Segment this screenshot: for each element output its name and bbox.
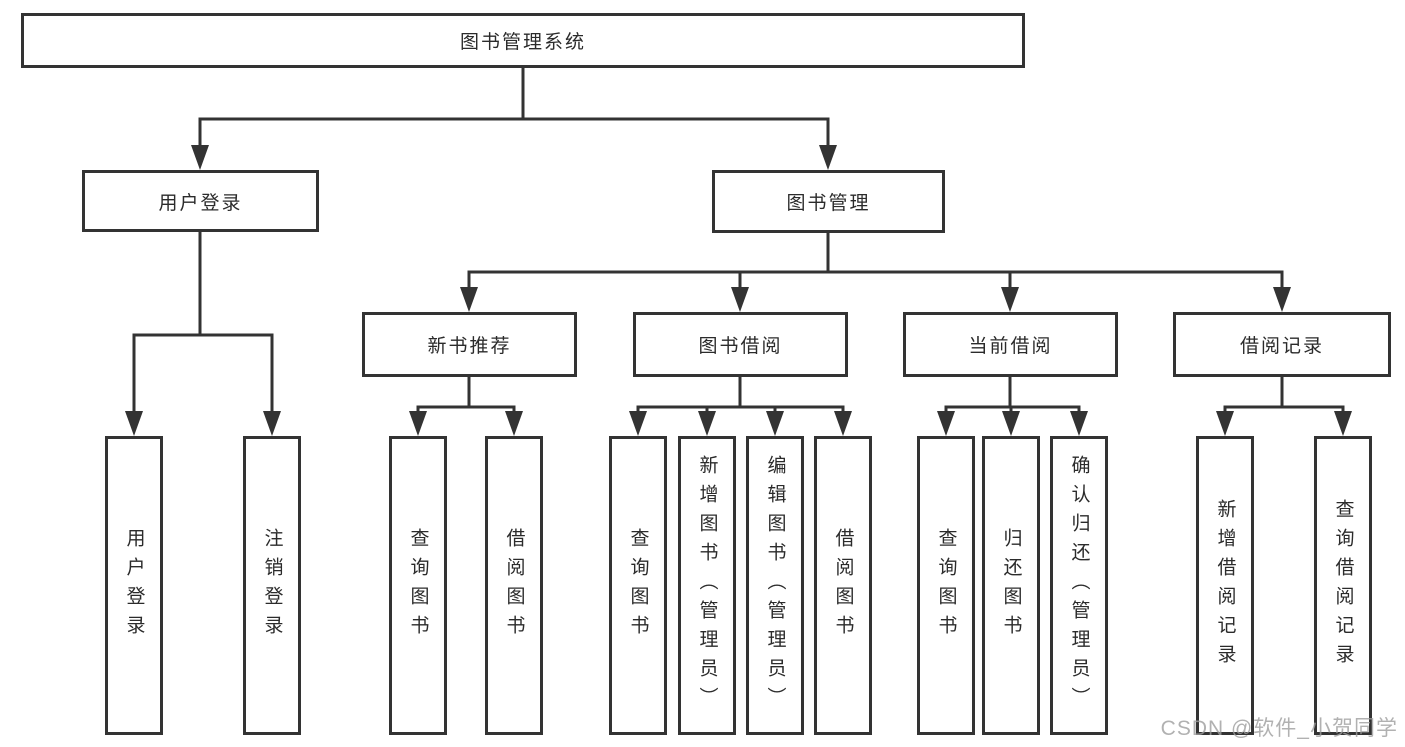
connector-new-book-children: [409, 375, 523, 436]
arrowhead: [937, 411, 955, 436]
node-leaf-borrow-query-label: 查询图书: [627, 527, 649, 644]
node-leaf-newbook-query-label: 查询图书: [407, 527, 429, 644]
arrowhead: [1334, 411, 1352, 436]
connector-borrow-records-children: [1216, 375, 1352, 436]
node-leaf-confirm-return-admin-label: 确认归还（管理员）: [1068, 455, 1090, 716]
arrowhead: [1216, 411, 1234, 436]
node-book-borrow: 图书借阅: [633, 312, 848, 377]
node-leaf-record-add-label: 新增借阅记录: [1214, 498, 1236, 673]
node-book-mgmt-branch: 图书管理: [712, 170, 945, 233]
node-leaf-user-login: 用户登录: [105, 436, 163, 735]
node-system-root-label: 图书管理系统: [459, 32, 586, 53]
node-borrow-records-label: 借阅记录: [1239, 336, 1324, 357]
node-leaf-user-login-label: 用户登录: [123, 527, 145, 644]
node-leaf-current-query: 查询图书: [917, 436, 975, 735]
arrowhead: [766, 411, 784, 436]
arrowhead: [125, 411, 143, 436]
node-current-borrow: 当前借阅: [903, 312, 1118, 377]
node-leaf-record-add: 新增借阅记录: [1196, 436, 1254, 735]
arrowhead: [409, 411, 427, 436]
node-leaf-record-query: 查询借阅记录: [1314, 436, 1372, 735]
node-new-book-rec-label: 新书推荐: [427, 336, 512, 357]
node-leaf-confirm-return-admin: 确认归还（管理员）: [1050, 436, 1108, 735]
node-leaf-borrow-book: 借阅图书: [814, 436, 872, 735]
arrowhead: [1002, 411, 1020, 436]
node-leaf-logout-label: 注销登录: [261, 527, 283, 644]
arrowhead: [834, 411, 852, 436]
node-leaf-current-query-label: 查询图书: [935, 527, 957, 644]
arrowhead: [460, 287, 478, 312]
node-book-mgmt-branch-label: 图书管理: [786, 193, 871, 214]
csdn-watermark: CSDN @软件_小贺同学: [1160, 717, 1398, 740]
connector-user-login-children: [125, 230, 281, 436]
node-leaf-logout: 注销登录: [243, 436, 301, 735]
node-leaf-borrow-edit-admin-label: 编辑图书（管理员）: [764, 455, 786, 716]
connector-current-borrow-children: [937, 375, 1088, 436]
node-leaf-return-book-label: 归还图书: [1000, 527, 1022, 644]
node-leaf-borrow-book-label: 借阅图书: [832, 527, 854, 644]
arrowhead: [819, 145, 837, 170]
node-leaf-borrow-edit-admin: 编辑图书（管理员）: [746, 436, 804, 735]
arrowhead: [263, 411, 281, 436]
node-leaf-newbook-borrow: 借阅图书: [485, 436, 543, 735]
node-book-borrow-label: 图书借阅: [698, 336, 783, 357]
node-leaf-record-query-label: 查询借阅记录: [1332, 498, 1354, 673]
arrowhead: [1273, 287, 1291, 312]
node-user-login-branch: 用户登录: [82, 170, 319, 232]
arrowhead: [1070, 411, 1088, 436]
node-user-login-branch-label: 用户登录: [158, 192, 243, 214]
arrowhead: [698, 411, 716, 436]
arrowhead: [629, 411, 647, 436]
connector-book-mgmt-to-level3: [460, 231, 1291, 312]
node-new-book-rec: 新书推荐: [362, 312, 577, 377]
node-leaf-newbook-borrow-label: 借阅图书: [503, 527, 525, 644]
node-system-root: 图书管理系统: [21, 13, 1025, 68]
arrowhead: [191, 145, 209, 170]
node-leaf-borrow-add-admin-label: 新增图书（管理员）: [696, 455, 718, 716]
node-current-borrow-label: 当前借阅: [968, 336, 1053, 357]
arrowhead: [505, 411, 523, 436]
arrowhead: [731, 287, 749, 312]
node-borrow-records: 借阅记录: [1173, 312, 1391, 377]
connector-root-to-level2: [191, 66, 837, 170]
node-leaf-return-book: 归还图书: [982, 436, 1040, 735]
node-leaf-borrow-query: 查询图书: [609, 436, 667, 735]
node-leaf-borrow-add-admin: 新增图书（管理员）: [678, 436, 736, 735]
connector-book-borrow-children: [629, 375, 852, 436]
node-leaf-newbook-query: 查询图书: [389, 436, 447, 735]
arrowhead: [1001, 287, 1019, 312]
